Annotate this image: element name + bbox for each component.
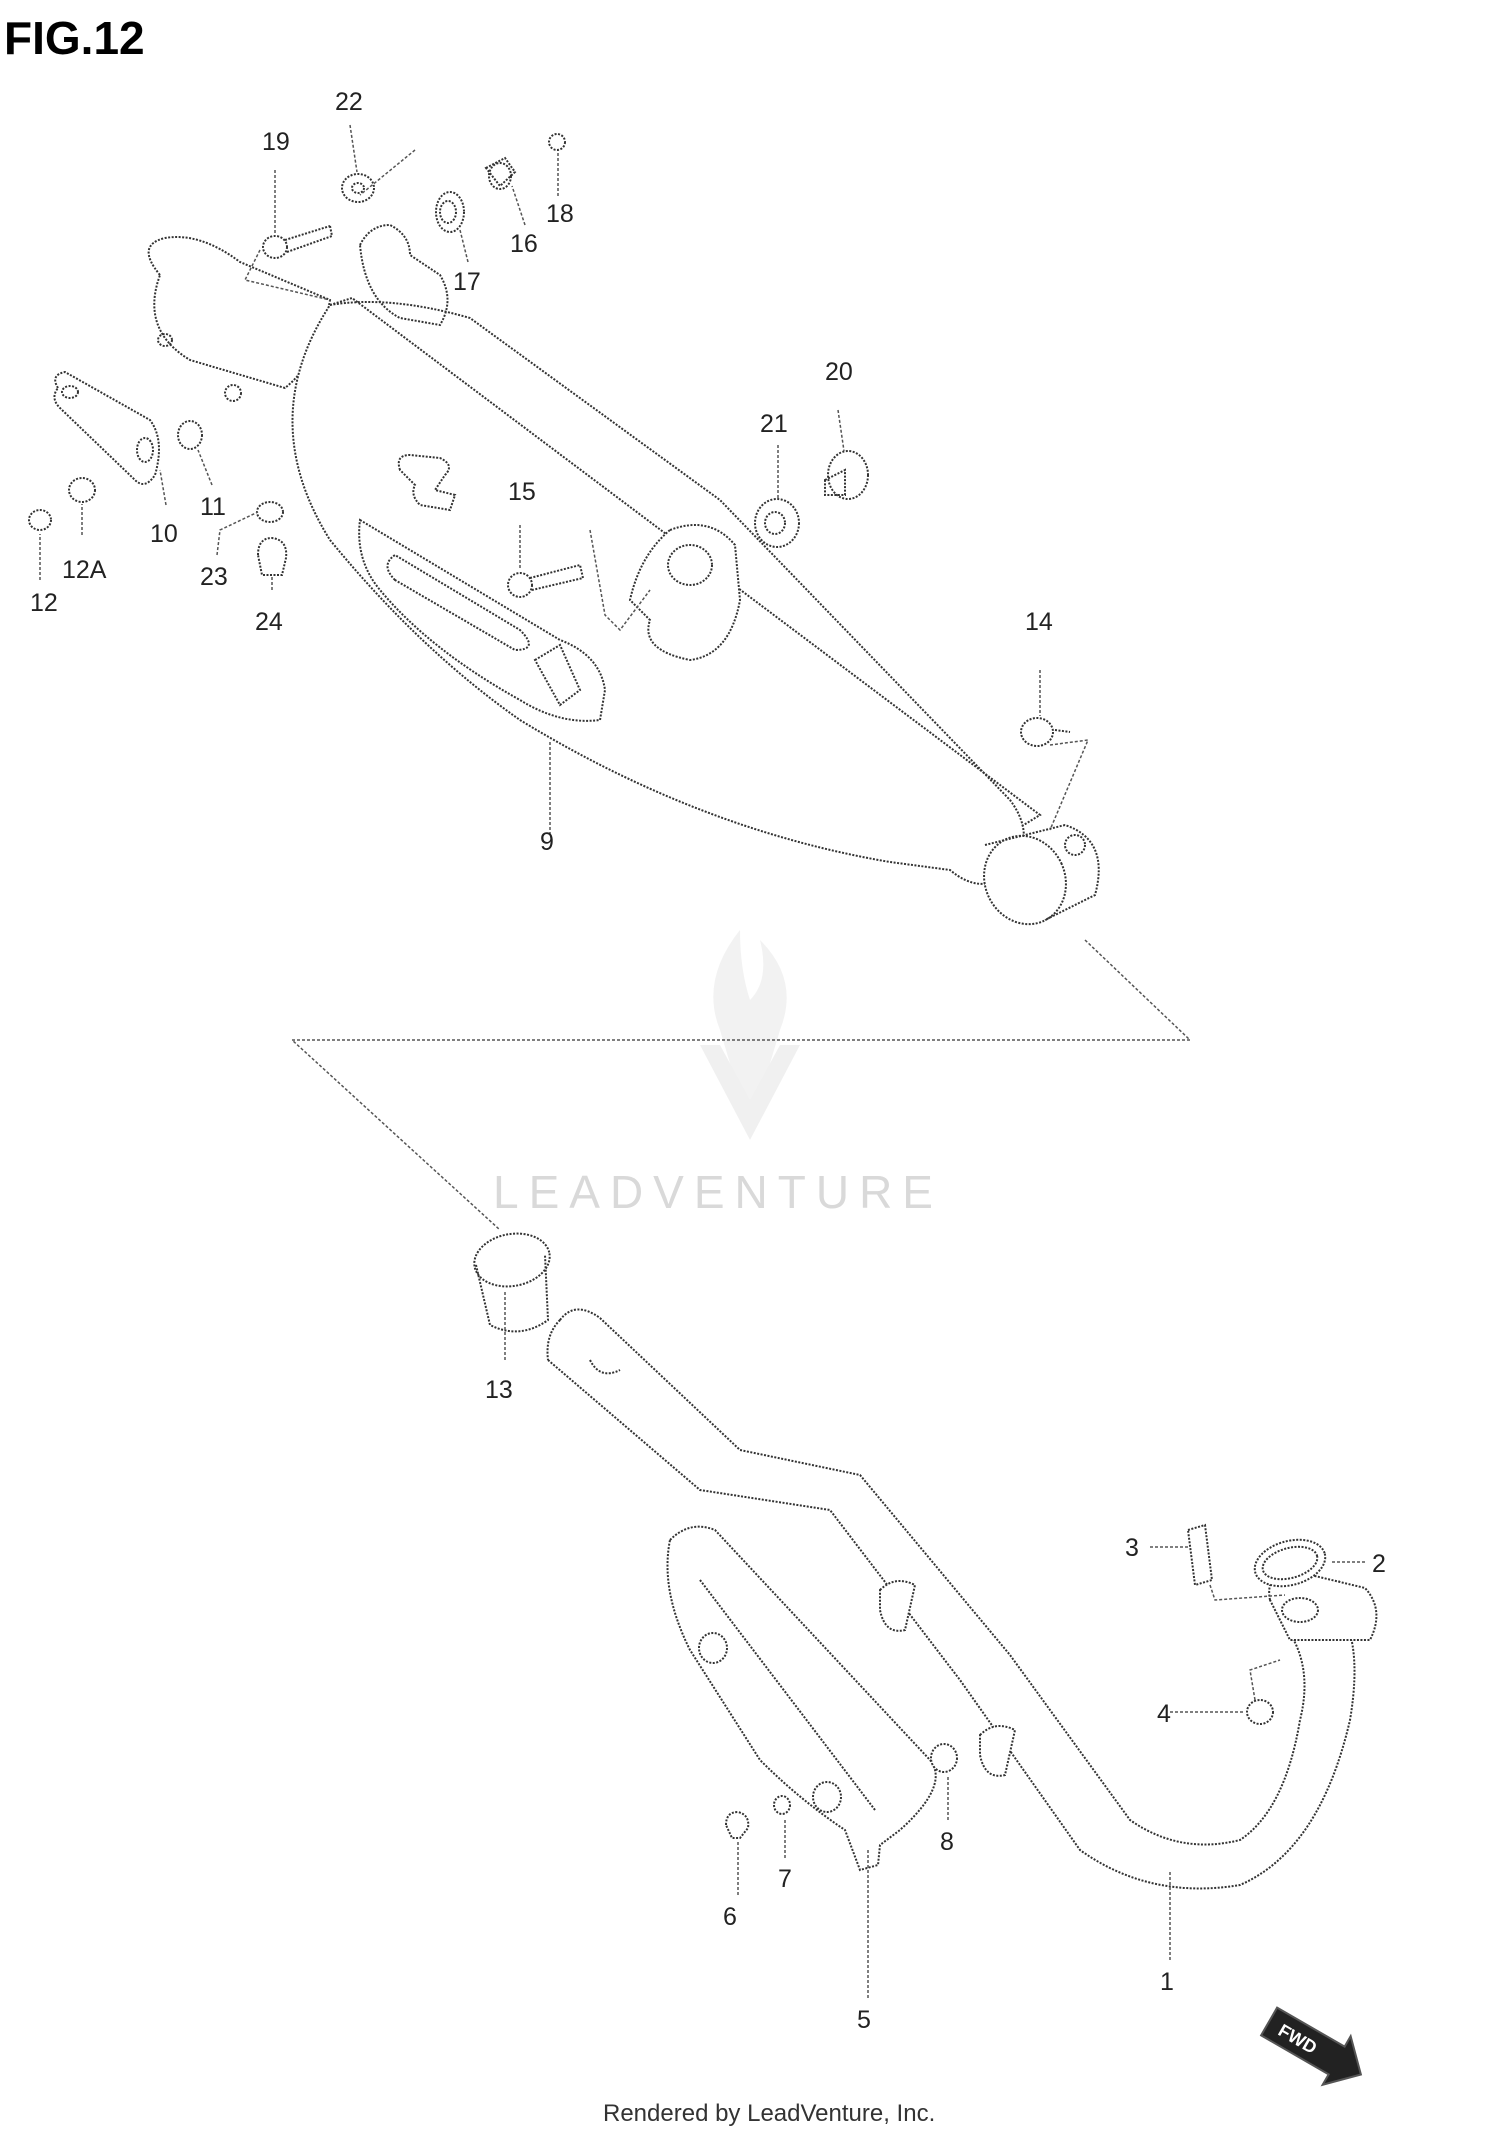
leadventure-watermark-logo xyxy=(700,930,800,1140)
callout-16: 16 xyxy=(510,230,538,258)
cushion-21 xyxy=(754,498,800,548)
callout-13: 13 xyxy=(485,1376,513,1404)
callout-7: 7 xyxy=(778,1865,792,1893)
callout-14: 14 xyxy=(1025,608,1053,636)
nut-24 xyxy=(256,536,288,576)
callout-21: 21 xyxy=(760,410,788,438)
bolt-12 xyxy=(28,509,52,531)
bolt-15 xyxy=(507,572,533,598)
heat-shield-5 xyxy=(666,1525,937,1872)
figure-title: FIG.12 xyxy=(4,12,145,64)
washer-7 xyxy=(773,1795,791,1815)
callout-10: 10 xyxy=(150,520,178,548)
callout-3: 3 xyxy=(1125,1534,1139,1562)
callout-20: 20 xyxy=(825,358,853,386)
forward-arrow-icon: FWD xyxy=(1259,2006,1363,2087)
callout-leaders xyxy=(39,124,1365,1998)
washer-23 xyxy=(256,501,284,523)
nut-4 xyxy=(1246,1699,1274,1725)
exhaust-pipe-assembly xyxy=(473,1232,1378,1890)
mounting-hardware-right xyxy=(507,450,1071,747)
nut-18 xyxy=(548,133,566,151)
callout-19: 19 xyxy=(262,128,290,156)
callout-labels: 1 2 3 4 5 6 7 8 9 10 11 12 12A 13 14 15 … xyxy=(30,88,1386,2034)
footer-credit: Rendered by LeadVenture, Inc. xyxy=(603,2100,935,2127)
muffler-assembly xyxy=(147,223,1100,926)
callout-9: 9 xyxy=(540,828,554,856)
washer-22 xyxy=(341,173,375,203)
bracket-10 xyxy=(53,370,160,485)
callout-8: 8 xyxy=(940,1828,954,1856)
mounting-hardware-top xyxy=(262,133,566,259)
connection-lines xyxy=(243,149,1286,1701)
collar-16 xyxy=(488,162,512,190)
washer-11 xyxy=(177,420,203,450)
callout-17: 17 xyxy=(453,268,481,296)
bolt-6 xyxy=(724,1810,750,1839)
callout-23: 23 xyxy=(200,563,228,591)
bolt-19 xyxy=(262,235,288,259)
collar-20 xyxy=(827,450,869,500)
washer-12a xyxy=(68,477,96,503)
cushion-17 xyxy=(435,191,465,233)
gasket-13 xyxy=(473,1232,551,1288)
callout-5: 5 xyxy=(857,2006,871,2034)
callout-15: 15 xyxy=(508,478,536,506)
gasket-2 xyxy=(1253,1538,1327,1588)
callout-11: 11 xyxy=(200,493,226,521)
collar-8 xyxy=(930,1743,958,1773)
watermark-text: LEADVENTURE xyxy=(493,1166,943,1218)
callout-18: 18 xyxy=(546,200,574,228)
callout-1: 1 xyxy=(1160,1968,1174,1996)
stud-3 xyxy=(1186,1523,1214,1587)
exhaust-hardware xyxy=(724,1523,1327,1839)
callout-4: 4 xyxy=(1157,1700,1171,1728)
callout-12: 12 xyxy=(30,589,58,617)
bolt-14 xyxy=(1020,717,1054,747)
callout-22: 22 xyxy=(335,88,363,116)
callout-12a: 12A xyxy=(62,556,107,584)
callout-24: 24 xyxy=(255,608,283,636)
mounting-hardware-left xyxy=(28,370,288,576)
callout-6: 6 xyxy=(723,1903,737,1931)
callout-2: 2 xyxy=(1372,1550,1386,1578)
